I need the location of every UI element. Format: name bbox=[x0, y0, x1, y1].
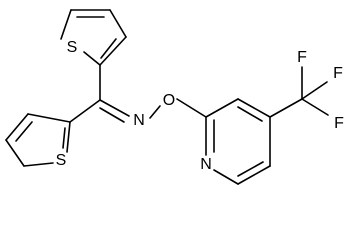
bond-lower-thiophene-c3-c4 bbox=[5, 113, 29, 141]
pyridine-nitrogen-atom: N bbox=[200, 156, 212, 173]
imine-nitrogen-atom: N bbox=[133, 112, 145, 129]
pyridine-ring bbox=[205, 98, 271, 185]
bond-upper-thiophene-s-c2 bbox=[83, 51, 101, 66]
fluorine-atom-top: F bbox=[297, 49, 307, 66]
bond-lower-thiophene-s-c2 bbox=[66, 121, 71, 153]
bond-o-to-pyridine-c2 bbox=[176, 98, 207, 118]
bond-imine-c-n-inner bbox=[99, 107, 125, 123]
bond-pyridine-c6-c5-inner bbox=[237, 161, 264, 177]
bond-pyridine-c3-c2 bbox=[205, 98, 239, 118]
oxime-oxygen-atom: O bbox=[163, 92, 175, 109]
bond-lower-thiophene-c5-s bbox=[23, 162, 54, 167]
bond-n-o bbox=[149, 105, 161, 119]
bond-lower-thiophene-c2-c3 bbox=[27, 113, 71, 123]
bond-imine-c-n-outer bbox=[99, 99, 130, 117]
upper-thiophene-ring bbox=[60, 9, 127, 66]
bond-pyridine-n1-c6 bbox=[213, 169, 239, 185]
sulfur-atom-upper: S bbox=[67, 39, 78, 56]
bond-upper-thiophene-c3-c3-inner bbox=[100, 38, 117, 59]
bond-pyridine-c4-c3 bbox=[237, 98, 271, 118]
lower-thiophene-ring bbox=[5, 99, 101, 167]
bond-pyridine-c4-to-cf3-carbon bbox=[269, 98, 303, 118]
bond-pyridine-c6-c5 bbox=[237, 165, 271, 185]
bond-imine-carbon-to-lower-thiophene bbox=[69, 99, 101, 123]
bond-lower-thiophene-c4-c5 bbox=[5, 139, 25, 167]
bond-lower-thiophene-c2-c3-inner bbox=[62, 127, 66, 149]
bond-cf3-carbon-to-f-right-lower bbox=[301, 98, 329, 116]
molecule-diagram: S S N O N F F F bbox=[5, 9, 344, 185]
chemical-structure-canvas: S S N O N F F F bbox=[5, 9, 345, 185]
imine-double-bond bbox=[99, 99, 130, 123]
bond-upper-thiophene-s-c5 bbox=[60, 9, 72, 40]
bond-cf3-carbon-to-f-right-upper bbox=[301, 81, 328, 100]
bond-lower-thiophene-c3-c4-inner bbox=[15, 121, 33, 142]
fluorine-atom-right-upper: F bbox=[333, 65, 343, 82]
fluorine-atom-right-lower: F bbox=[334, 115, 344, 132]
bond-upper-thiophene-c2-c3 bbox=[99, 36, 127, 66]
sulfur-atom-lower: S bbox=[56, 152, 67, 169]
trifluoromethyl-group bbox=[269, 66, 329, 118]
bond-upper-thiophene-c3-c4 bbox=[109, 9, 127, 38]
bond-pyridine-c4-c3-inner bbox=[237, 106, 263, 122]
